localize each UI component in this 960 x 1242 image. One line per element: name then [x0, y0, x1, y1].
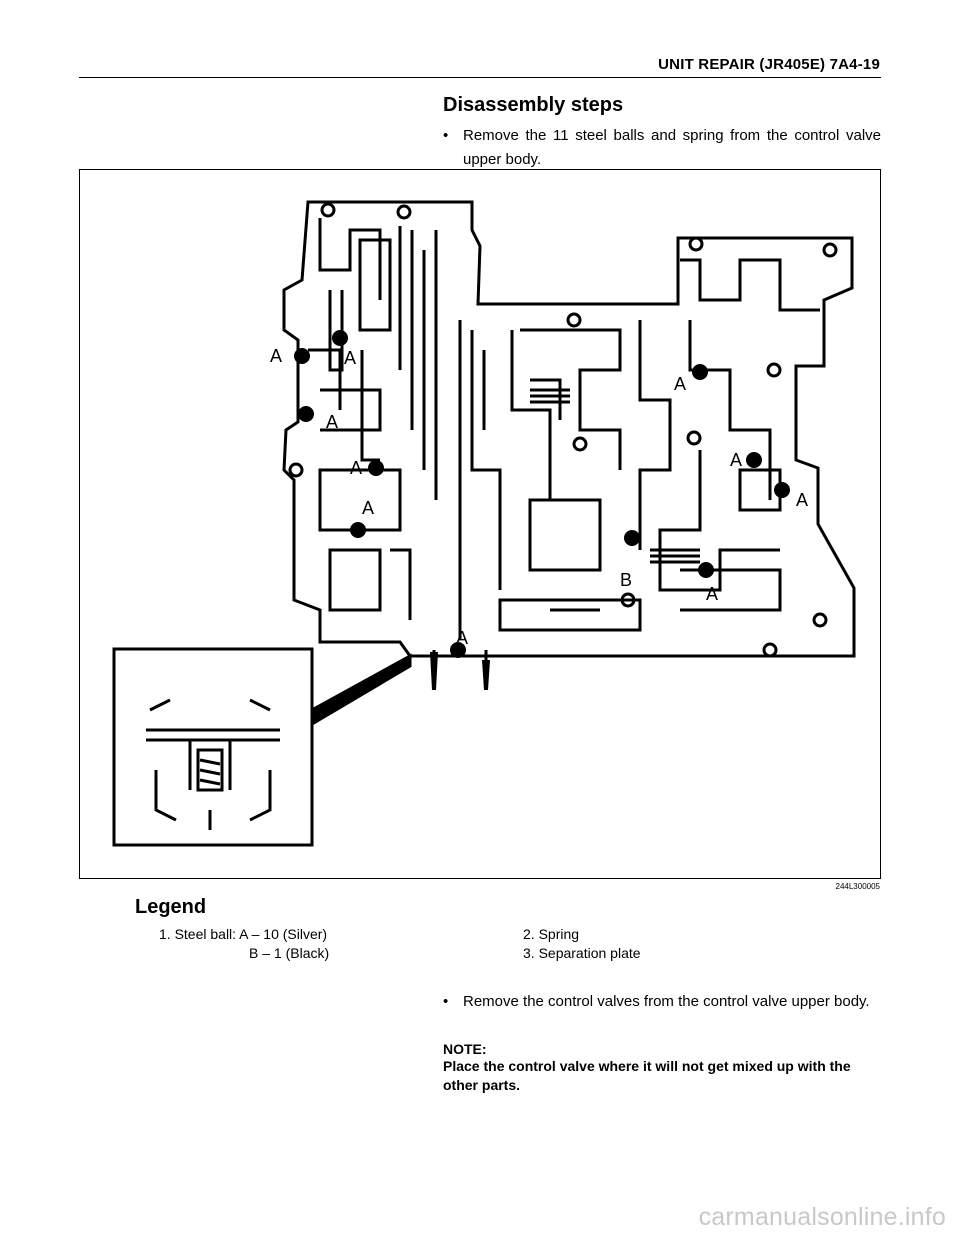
section-title: Disassembly steps [443, 94, 624, 116]
valve-body-outline [112, 200, 856, 847]
step-1-text: Remove the 11 steel balls and spring fro… [463, 127, 881, 168]
figure-id: 244L300005 [835, 882, 881, 891]
callout-a: A [456, 628, 468, 648]
callout-a: A [326, 412, 338, 432]
callout-a: A [674, 374, 686, 394]
page-header-title: UNIT REPAIR (JR405E) 7A4-19 [658, 56, 880, 73]
note-text: Place the control valve where it will no… [443, 1058, 851, 1093]
control-valve-figure: A A A A A A A A A A B [79, 169, 881, 879]
callout-a: A [706, 584, 718, 604]
callout-b: B [620, 570, 632, 590]
step-1: • Remove the 11 steel balls and spring f… [443, 124, 881, 172]
step-2: • Remove the control valves from the con… [443, 990, 881, 1014]
header-rule [79, 77, 881, 78]
bullet-icon: • [443, 993, 449, 1010]
callout-a: A [350, 458, 362, 478]
callout-a: A [270, 346, 282, 366]
steel-balls [294, 330, 790, 690]
callout-a: A [796, 490, 808, 510]
legend-item-3: 3. Separation plate [523, 945, 641, 961]
step-2-text: Remove the control valves from the contr… [463, 993, 870, 1010]
callout-a: A [344, 348, 356, 368]
control-valve-drawing: A A A A A A A A A A B [112, 200, 856, 847]
bullet-icon: • [443, 127, 449, 144]
legend-item-1: 1. Steel ball: A – 10 (Silver) [159, 926, 328, 942]
callout-a: A [362, 498, 374, 518]
note-label: NOTE: [443, 1041, 487, 1057]
legend-item-1-line-2: B – 1 (Black) [249, 945, 330, 961]
legend-item-2: 2. Spring [523, 926, 580, 942]
callout-a: A [730, 450, 742, 470]
legend-title: Legend [135, 896, 207, 918]
watermark: carmanualsonline.info [698, 1203, 946, 1231]
